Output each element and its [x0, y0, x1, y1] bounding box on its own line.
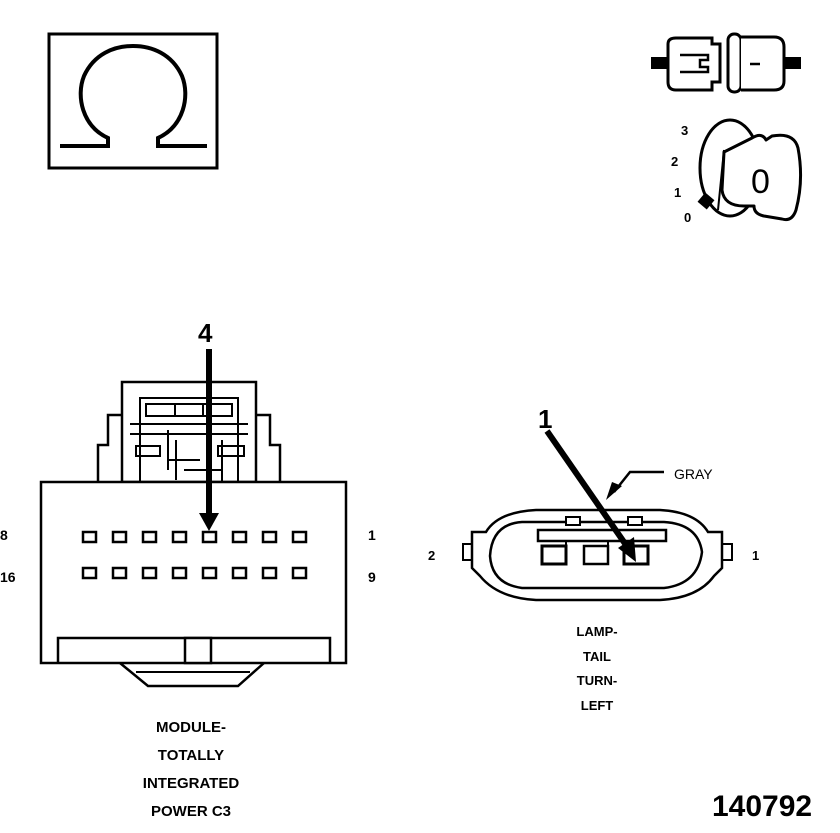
caption-line: POWER C3 [150, 803, 231, 820]
module-row1-left-label: 8 [0, 527, 8, 543]
ohmmeter-symbol [47, 32, 219, 170]
module-row1-right-label: 1 [368, 527, 376, 543]
figure-number: 140792 [712, 790, 812, 823]
module-row2-right-label: 9 [368, 569, 376, 585]
lamp-connector-caption: LAMP- TAIL TURN- LEFT [552, 620, 642, 718]
lamp-pin-callout-label: 1 [538, 404, 552, 434]
lamp-right-pin-label: 1 [752, 548, 759, 563]
caption-line: LAMP- [576, 624, 618, 639]
ignition-switch-icon: 3 2 1 0 0 [671, 118, 803, 225]
caption-line: TOTALLY [157, 747, 225, 764]
module-pin-callout-arrow [199, 349, 219, 531]
module-pin-row-1 [81, 530, 308, 544]
caption-line: TAIL [583, 648, 611, 664]
lamp-connector: 1 GRAY 2 1 [428, 404, 759, 602]
omega-icon [60, 43, 207, 148]
ignition-position-3: 3 [681, 123, 688, 138]
wire-color-pointer [606, 470, 664, 500]
module-pin-row-2 [81, 566, 308, 580]
module-connector: 4 8 1 16 9 [0, 318, 376, 688]
ignition-key-label: 0 [751, 163, 770, 201]
caption-line: MODULE- [156, 719, 226, 736]
module-pin-callout-label: 4 [198, 318, 213, 348]
ignition-position-2: 2 [671, 154, 678, 169]
module-row2-left-label: 16 [0, 569, 16, 585]
module-connector-caption: MODULE- TOTALLY INTEGRATED POWER C3 [116, 714, 266, 826]
wire-color-label: GRAY [674, 466, 713, 482]
caption-line: TURN- [576, 673, 618, 688]
lamp-left-pin-label: 2 [428, 548, 435, 563]
connector-disconnected-icon [651, 32, 801, 94]
lamp-pin-callout-arrow [544, 429, 636, 562]
ignition-position-1: 1 [674, 185, 681, 200]
caption-line: INTEGRATED [142, 775, 240, 792]
caption-line: LEFT [580, 697, 614, 713]
ignition-position-0: 0 [684, 210, 691, 225]
